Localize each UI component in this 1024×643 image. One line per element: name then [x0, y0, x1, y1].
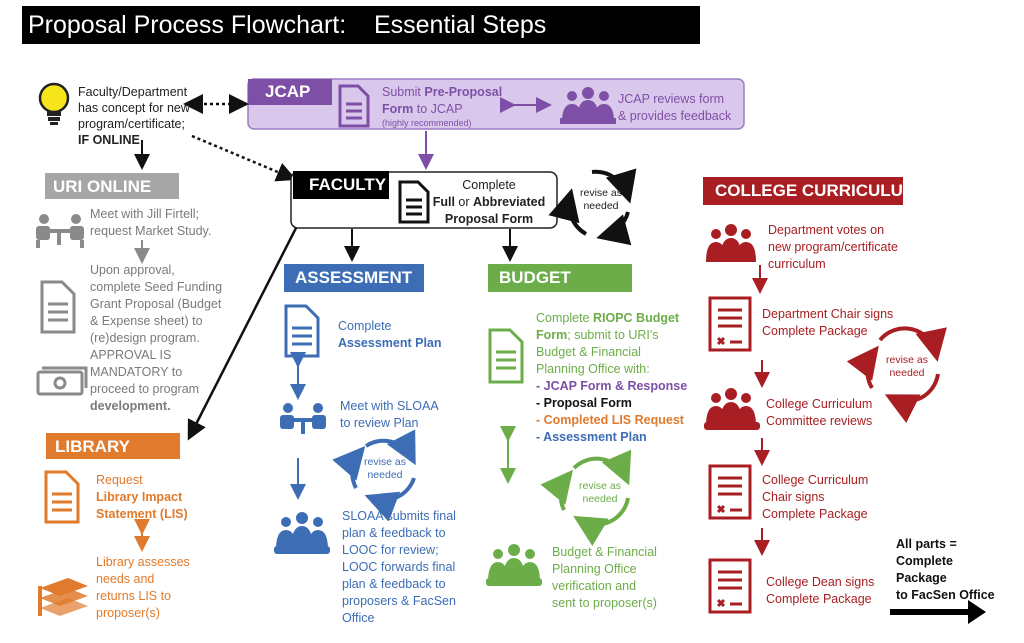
faculty-header: FACULTY [309, 175, 387, 194]
group-icon [486, 544, 542, 586]
budget-header-bg [488, 264, 632, 292]
lightbulb-icon [38, 82, 70, 125]
document-icon [488, 328, 524, 384]
college-header: COLLEGE CURRICULUM [715, 181, 918, 200]
uri-online-header-bg [45, 173, 179, 199]
concept-text: Faculty/Department has concept for new p… [78, 85, 190, 147]
uri-online-header: URI ONLINE [53, 177, 152, 196]
money-icon [36, 366, 88, 396]
books-icon [38, 578, 88, 616]
group-icon [704, 388, 760, 430]
assessment-meet-text: Meet with SLOAA to review Plan [340, 399, 439, 430]
budget-header: BUDGET [499, 268, 571, 287]
budget-verify-text: Budget & Financial Planning Office verif… [552, 545, 657, 610]
college-committee-text: College Curriculum Committee reviews [766, 397, 873, 428]
college-header-bg [703, 177, 903, 205]
concept-faculty-dotted-arrow [191, 134, 297, 182]
group-icon [560, 87, 616, 124]
budget-revise-label: revise as needed [578, 480, 621, 505]
jcap-header-bg [248, 79, 332, 105]
uri-online-meet-text: Meet with Jill Firtell; request Market S… [90, 207, 212, 238]
final-text: All parts = Complete Package to FacSen O… [896, 537, 995, 602]
college-chair-signs-text: Department Chair signs Complete Package [762, 307, 894, 338]
faculty-text: Complete Full or Abbreviated Proposal Fo… [432, 178, 546, 226]
document-icon [40, 280, 76, 334]
college-dean-text: College Dean signs Complete Package [766, 575, 875, 606]
document-icon [398, 180, 430, 224]
meeting-icon [36, 214, 84, 248]
page-title: Proposal Process Flowchart: Essential St… [22, 6, 700, 44]
document-icon [284, 304, 320, 358]
revise-cycle-icon [540, 449, 632, 547]
library-request-text: Request Library Impact Statement (LIS) [96, 473, 188, 521]
assessment-header-bg [284, 264, 424, 292]
group-icon [706, 224, 756, 262]
college-revise-label: revise as needed [885, 354, 928, 379]
faculty-header-bg [293, 171, 389, 199]
assessment-sloaa-text: SLOAA submits final plan & feedback to L… [342, 509, 456, 625]
library-header-bg [46, 433, 180, 459]
jcap-header: JCAP [265, 82, 311, 101]
jcap-submit-text: Submit Pre-Proposal Form to JCAP (highly… [382, 85, 503, 128]
document-icon [44, 470, 80, 524]
college-dept-votes-text: Department votes on new program/certific… [768, 223, 898, 271]
form-icon [708, 464, 752, 520]
group-icon [274, 512, 330, 554]
document-icon [338, 84, 370, 128]
faculty-revise-label: revise as needed [579, 187, 622, 212]
revise-cycle-icon [332, 429, 416, 522]
college-cc-chair-text: College Curriculum Chair signs Complete … [762, 473, 869, 521]
revise-cycle-icon [846, 326, 947, 424]
assessment-complete-text: Complete Assessment Plan [338, 319, 442, 350]
form-icon [708, 558, 752, 614]
meeting-icon [280, 403, 326, 434]
library-assess-text: Library assesses needs and returns LIS t… [96, 555, 190, 620]
jcap-review-text: JCAP reviews form & provides feedback [618, 92, 732, 123]
assessment-header: ASSESSMENT [295, 268, 413, 287]
budget-complete-text: Complete RIOPC Budget Form; submit to UR… [536, 311, 688, 444]
form-icon [708, 296, 752, 352]
final-arrow-head [968, 600, 986, 624]
assessment-revise-label: revise as needed [363, 456, 406, 481]
library-header: LIBRARY [55, 437, 130, 456]
uri-online-approval-text: Upon approval, complete Seed Funding Gra… [90, 263, 223, 413]
revise-cycle-icon [548, 168, 637, 246]
